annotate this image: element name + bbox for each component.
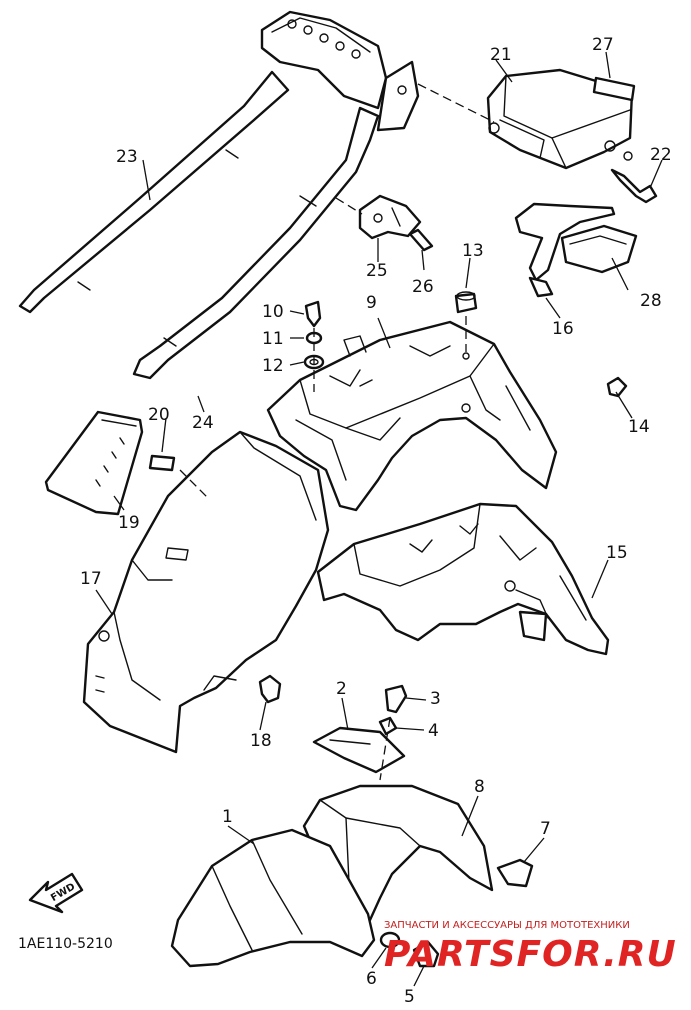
callout-11: 11 [262,329,284,349]
callout-13: 13 [462,241,484,261]
callout-8: 8 [474,777,485,797]
callout-9: 9 [366,293,377,313]
leader-lines [95,51,663,987]
callout-18: 18 [250,731,272,751]
part-10-bolt [304,300,322,328]
callout-19: 19 [118,513,140,533]
part-6-collar [379,931,401,949]
callout-23: 23 [116,147,138,167]
callout-25: 25 [366,261,388,281]
part-16-hook [528,276,554,298]
part-2-stay [312,726,406,774]
part-4-nut [378,716,398,736]
callout-14: 14 [628,417,650,437]
part-3-bolt [384,684,408,714]
callout-17: 17 [80,569,102,589]
part-25-bracket [358,194,422,240]
callout-20: 20 [148,405,170,425]
watermark: ЗАПЧАСТИ И АКСЕССУАРЫ ДЛЯ МОТОТЕХНИКИ PA… [384,920,677,975]
callout-12: 12 [262,356,284,376]
callout-7: 7 [540,819,551,839]
callout-22: 22 [650,145,672,165]
forward-arrow: FWD [28,872,84,914]
callout-5: 5 [404,987,415,1007]
callout-16: 16 [552,319,574,339]
part-19-flap [44,410,144,516]
part-23-frame [18,10,420,380]
callout-27: 27 [592,35,614,55]
part-28-band [514,202,638,282]
callout-1: 1 [222,807,233,827]
callout-15: 15 [606,543,628,563]
part-21-box [486,68,634,170]
callout-28: 28 [640,291,662,311]
part-1-front-fender [170,828,376,968]
watermark-caption: ЗАПЧАСТИ И АКСЕССУАРЫ ДЛЯ МОТОТЕХНИКИ [384,920,630,931]
callout-3: 3 [430,689,441,709]
callout-6: 6 [366,969,377,989]
part-22-bolt [610,168,658,204]
part-14-bolt [606,376,628,398]
callout-2: 2 [336,679,347,699]
part-20-pad [148,454,176,472]
callout-10: 10 [262,302,284,322]
part-15-rear-fender [316,502,610,656]
part-26-screw [408,228,434,252]
explosion-lines [179,83,495,781]
part-9-rear-fender [266,320,558,512]
callout-21: 21 [490,45,512,65]
part-27-label [592,76,636,102]
part-18-bolt [258,674,282,704]
part-5-bolt [412,940,440,968]
part-7-clamp [496,858,534,888]
part-13-grommet [454,291,478,314]
callout-26: 26 [412,277,434,297]
watermark-logo: PARTSFOR.RU [384,934,677,975]
diagram-code: 1AE110-5210 [18,936,113,952]
part-17-inner-fender [82,430,330,754]
callout-24: 24 [192,413,214,433]
callout-4: 4 [428,721,439,741]
